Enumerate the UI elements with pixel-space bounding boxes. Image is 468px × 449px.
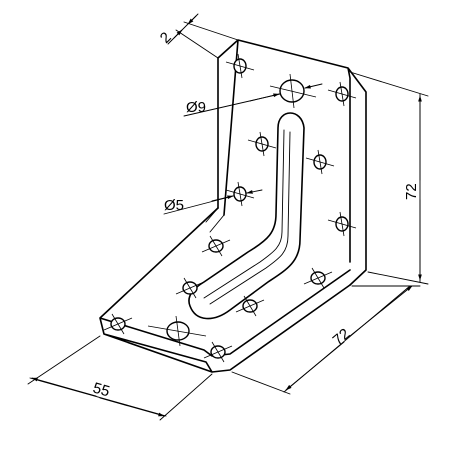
- hole: [327, 81, 357, 107]
- hole: [303, 267, 333, 289]
- dim-large-hole-label: Ø9: [186, 99, 206, 116]
- dim-small-hole-label: Ø5: [164, 197, 184, 214]
- hole: [203, 341, 233, 363]
- large-hole: [147, 315, 207, 347]
- vertical-plate: [217, 39, 367, 286]
- hole: [225, 53, 255, 79]
- hole: [175, 277, 205, 299]
- rib-inner-line-2: [203, 129, 285, 299]
- bend-line: [205, 207, 225, 233]
- hole: [225, 181, 255, 207]
- dimension-height: 72: [349, 71, 429, 285]
- dim-depth-label: 72: [330, 325, 354, 349]
- hole-group-vertical: [225, 53, 357, 237]
- dimension-large-hole: Ø9: [183, 83, 323, 117]
- hole: [327, 211, 357, 237]
- hole: [247, 131, 277, 157]
- base-plate: [99, 207, 351, 373]
- dim-height-label: 72: [403, 183, 420, 200]
- hole: [235, 295, 265, 317]
- dim-thickness-label: 2: [157, 29, 175, 47]
- dimension-width: 55: [27, 335, 213, 421]
- hole: [201, 235, 231, 257]
- hole-group-base: [103, 235, 333, 363]
- dim-width-label: 55: [91, 380, 112, 401]
- hole: [305, 149, 335, 175]
- large-hole: [269, 73, 317, 109]
- hole: [103, 313, 133, 335]
- stiffening-rib: [188, 112, 305, 320]
- dimension-small-hole: Ø5: [163, 189, 263, 215]
- rib-inner-line: [209, 131, 291, 305]
